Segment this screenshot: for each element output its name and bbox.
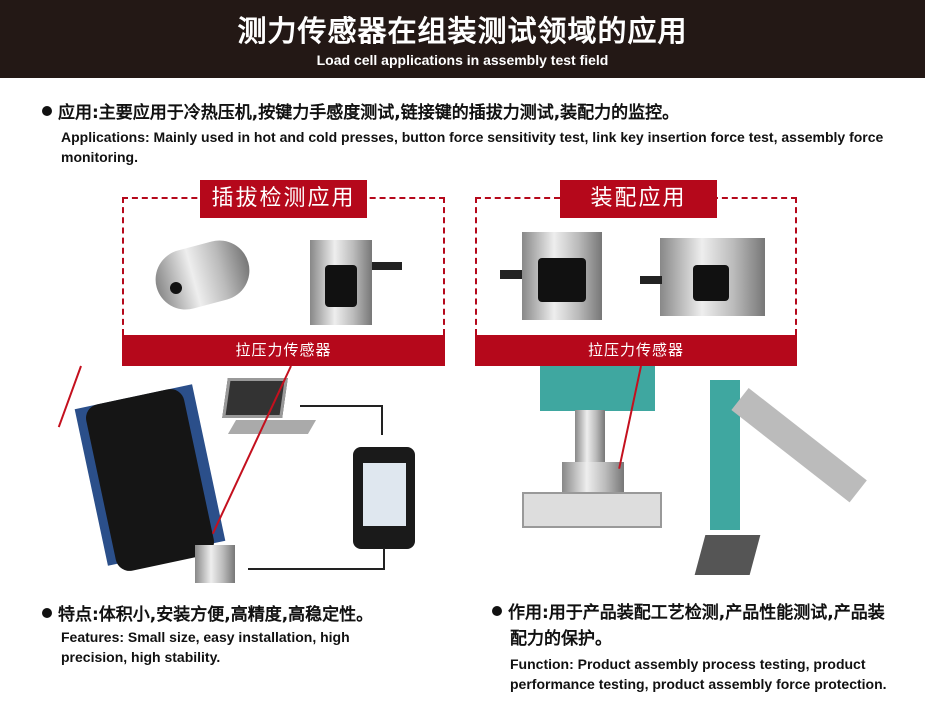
cable <box>372 262 402 270</box>
robot-arm-link <box>731 387 867 503</box>
applications-en: Applications: Mainly used in hot and col… <box>61 129 884 165</box>
features-section: 特点:体积小,安装方便,高精度,高稳定性。 Features: Small si… <box>42 600 442 667</box>
arrow-line <box>300 405 382 407</box>
cable <box>500 270 522 279</box>
device-screen <box>363 463 406 526</box>
function-section: 作用:用于产品装配工艺检测,产品性能测试,产品装配力的保护。 Function:… <box>492 600 917 694</box>
bullet-icon <box>492 606 502 616</box>
press-load-cell-image <box>562 462 624 492</box>
s-block-cutout <box>538 258 586 302</box>
arrow-line <box>248 568 385 570</box>
laptop-keyboard <box>227 420 317 434</box>
panel-insertion-title: 插拔检测应用 <box>200 180 367 218</box>
laptop-image <box>222 378 288 418</box>
press-rod <box>575 410 605 465</box>
s-type-cutout <box>325 265 357 307</box>
applications-cn: 应用:主要应用于冷热压机,按键力手感度测试,链接键的插拔力测试,装配力的监控。 <box>58 103 680 123</box>
function-en: Function: Product assembly process testi… <box>510 656 887 692</box>
robot-fixture <box>694 535 761 575</box>
panel-assembly-title: 装配应用 <box>560 180 717 218</box>
small-load-cell-image <box>195 545 235 583</box>
panel-assembly-label: 拉压力传感器 <box>475 335 797 366</box>
header-banner: 测力传感器在组装测试领域的应用 Load cell applications i… <box>0 0 925 78</box>
features-cn: 特点:体积小,安装方便,高精度,高稳定性。 <box>58 605 374 625</box>
arrow-line <box>381 405 383 435</box>
features-en: Features: Small size, easy installation,… <box>61 629 350 665</box>
title-cn: 测力传感器在组装测试领域的应用 <box>237 14 688 48</box>
cable <box>640 276 662 284</box>
function-cn: 作用:用于产品装配工艺检测,产品性能测试,产品装配力的保护。 <box>508 603 885 649</box>
bullet-icon <box>42 106 52 116</box>
title-en: Load cell applications in assembly test … <box>316 52 609 68</box>
cylinder-hole <box>170 282 182 294</box>
bullet-icon <box>42 608 52 618</box>
panel-insertion-label: 拉压力传感器 <box>122 335 445 366</box>
applications-section: 应用:主要应用于冷热压机,按键力手感度测试,链接键的插拔力测试,装配力的监控。 … <box>42 98 902 167</box>
press-base <box>522 492 662 528</box>
arrow-line <box>383 548 385 570</box>
mounted-cutout <box>693 265 729 301</box>
